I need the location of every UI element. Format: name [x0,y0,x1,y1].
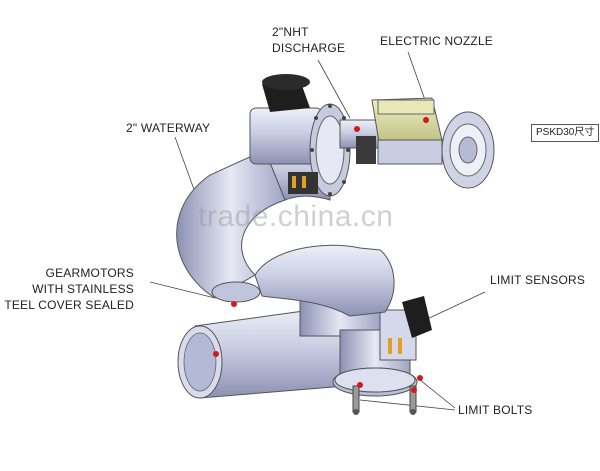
label-limit-sensors: LIMIT SENSORS [490,273,586,287]
watermark: trade.china.cn [198,200,394,233]
limit-sensor-housing [379,296,432,361]
nozzle-marker [423,117,429,123]
label-limit-bolts: LIMIT BOLTS [458,403,533,417]
side-tag: PSKD30尺寸 [531,124,600,142]
label-waterway: 2" WATERWAY [126,121,211,135]
label-nht-discharge-line1: 2"NHT [272,25,309,39]
label-electric-nozzle: ELECTRIC NOZZLE [380,34,494,48]
label-gearmotors-line2: WITH STAINLESS [32,282,134,296]
leader-lines [149,51,486,411]
label-gearmotors-line1: GEARMOTORS [45,266,134,280]
electric-nozzle-assembly [339,97,495,189]
label-nht-discharge-line2: DISCHARGE [272,41,346,55]
label-gearmotors-line3: TEEL COVER SEALED [4,298,134,312]
waterway-marker [231,301,237,307]
inlet-marker [213,351,219,357]
discharge-marker [354,126,360,132]
